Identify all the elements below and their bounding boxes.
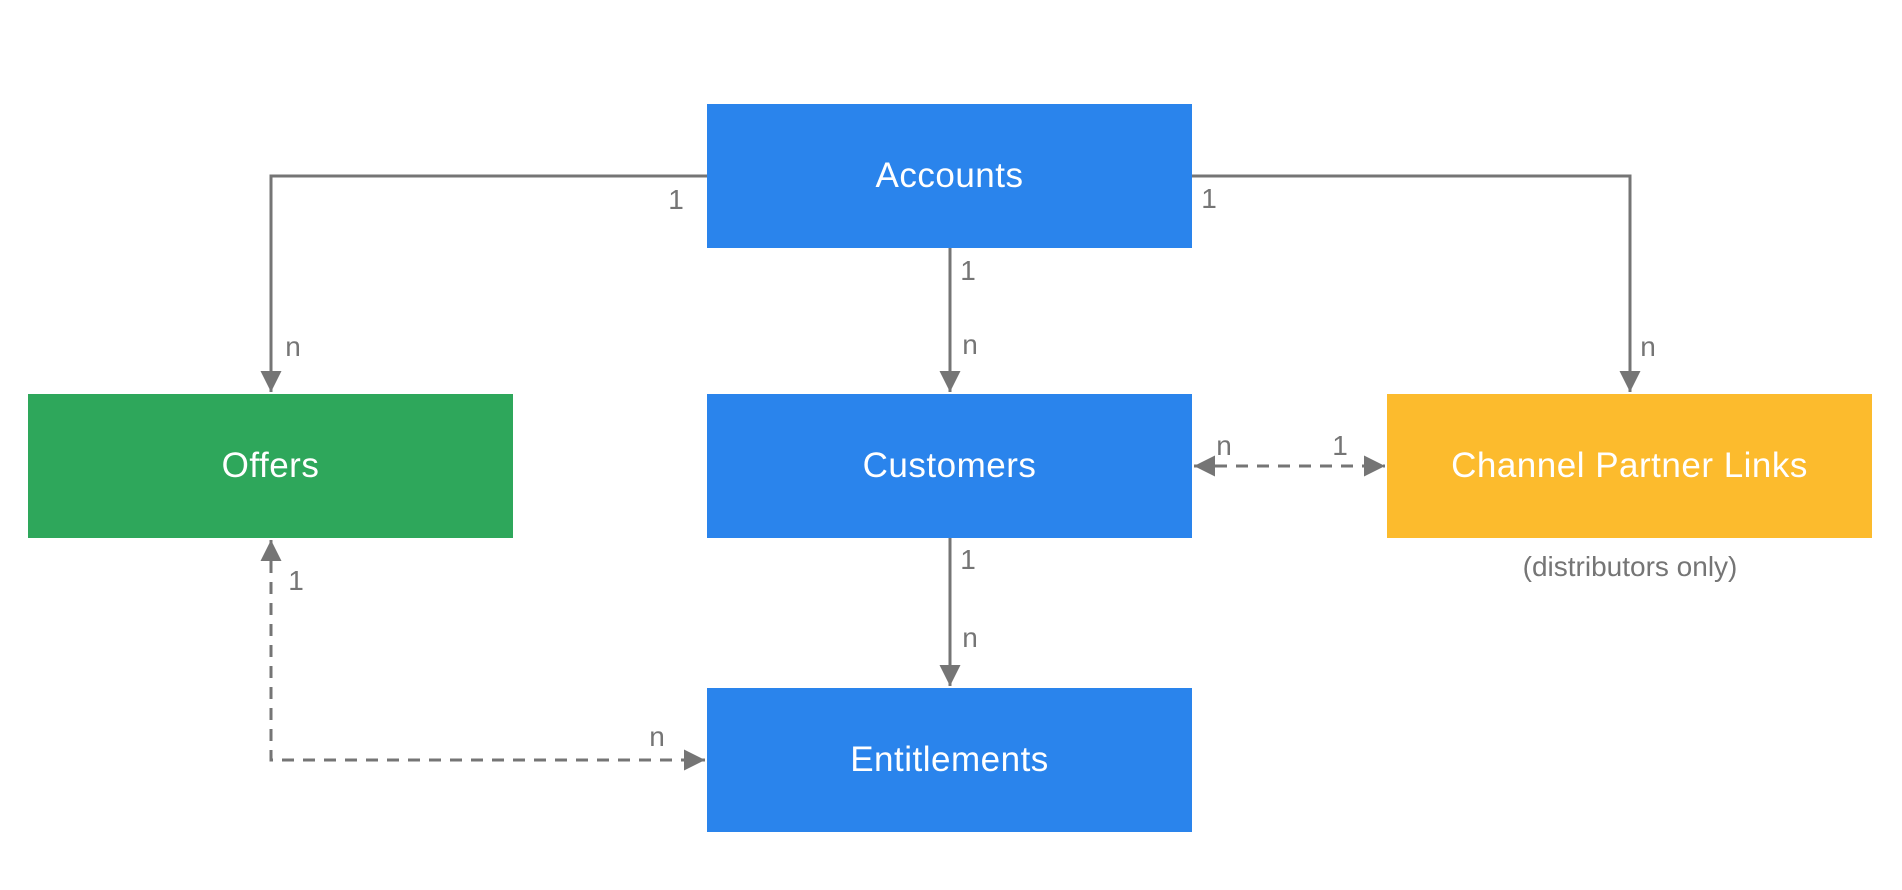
node-entitlements-label: Entitlements [850, 740, 1049, 779]
card-accounts-customers-from: 1 [960, 255, 976, 286]
node-offers: Offers [28, 394, 513, 538]
card-accounts-customers-to: n [962, 329, 978, 360]
node-offers-label: Offers [221, 446, 320, 485]
node-customers-label: Customers [862, 446, 1037, 485]
node-customers: Customers [707, 394, 1192, 538]
node-accounts-label: Accounts [875, 156, 1024, 195]
node-accounts: Accounts [707, 104, 1192, 248]
node-channel-partner-links-label: Channel Partner Links [1451, 446, 1808, 485]
edge-accounts-offers [260, 174, 707, 392]
card-offers-entitlements-to: n [649, 721, 665, 752]
node-channel-partner-links: Channel Partner Links [1387, 394, 1872, 538]
node-entitlements: Entitlements [707, 688, 1192, 832]
card-offers-entitlements-from: 1 [288, 565, 304, 596]
edge-accounts-channel-partner-links [1192, 174, 1641, 392]
card-customers-channel-partner-links-to: 1 [1332, 430, 1348, 461]
card-accounts-offers-to: n [285, 331, 301, 362]
card-customers-channel-partner-links-from: n [1216, 430, 1232, 461]
card-accounts-channel-partner-links-to: n [1640, 331, 1656, 362]
edge-offers-entitlements [260, 540, 705, 771]
card-accounts-channel-partner-links-from: 1 [1201, 183, 1217, 214]
channel-partner-links-note: (distributors only) [1522, 551, 1738, 582]
card-accounts-offers-from: 1 [668, 184, 684, 215]
card-customers-entitlements-from: 1 [960, 544, 976, 575]
card-customers-entitlements-to: n [962, 622, 978, 653]
